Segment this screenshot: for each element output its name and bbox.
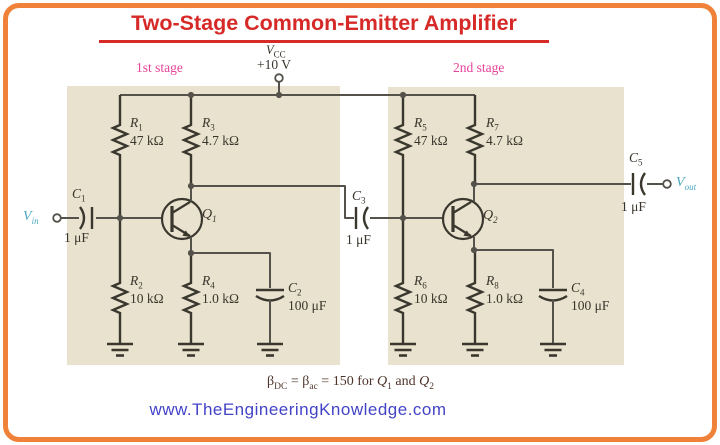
capacitor-c5-curved-plate <box>639 172 646 196</box>
r3-ref-label: R3 <box>202 115 215 133</box>
r4-ref-label: R4 <box>202 273 215 291</box>
q2-collector-inner <box>452 201 472 214</box>
c1-value-label: 1 μF <box>64 230 89 245</box>
website-link[interactable]: www.TheEngineeringKnowledge.com <box>149 400 447 419</box>
c2-value-label: 100 μF <box>288 298 327 313</box>
junction-dot <box>399 91 407 99</box>
resistor-r6 <box>392 218 414 343</box>
q1-emitter-to-c2-wire <box>191 252 271 288</box>
r7-value-label: 4.7 kΩ <box>486 133 524 148</box>
c5-value-label: 1 μF <box>621 199 646 214</box>
vcc-label: VCC <box>266 43 286 60</box>
c1-ref-label: C1 <box>72 186 86 204</box>
r3-value-label: 4.7 kΩ <box>202 133 240 148</box>
r8-value-label: 1.0 kΩ <box>486 291 524 306</box>
transistor-q1-body <box>160 197 204 241</box>
r5-value-label: 47 kΩ <box>414 133 448 148</box>
q1-label: Q1 <box>202 207 217 224</box>
resistor-r1 <box>109 95 131 218</box>
c3-ref-label: C3 <box>352 188 366 206</box>
r1-ref-label: R1 <box>130 115 143 133</box>
r2-ref-label: R2 <box>130 273 143 291</box>
q1-emitter-arrow <box>182 230 190 237</box>
c2-ref-label: C2 <box>288 280 302 298</box>
stage2-label: 2nd stage <box>453 60 505 75</box>
vout-label: Vout <box>676 175 697 192</box>
ground-symbol-c2 <box>257 342 283 357</box>
stage1-region <box>67 86 340 365</box>
r8-ref-label: R8 <box>486 273 499 291</box>
r6-ref-label: R6 <box>414 273 427 291</box>
stage2-region <box>388 87 624 365</box>
resistor-r4 <box>180 253 202 343</box>
junction-dot <box>470 246 478 254</box>
q1-collector-inner <box>171 201 191 214</box>
vcc-terminal <box>274 73 284 83</box>
ground-symbol-r2 <box>107 342 133 357</box>
q2-label: Q2 <box>483 208 498 225</box>
beta-note: βDC = βac = 150 for Q1 and Q2 <box>267 374 434 392</box>
resistor-r8 <box>464 250 486 343</box>
q2-emitter-arrow <box>463 230 471 237</box>
vin-label: Vin <box>23 209 39 226</box>
transistor-q2-body <box>441 197 485 241</box>
stage1-label: 1st stage <box>136 60 183 75</box>
r1-value-label: 47 kΩ <box>130 133 164 148</box>
ground-symbol-c4 <box>540 342 566 357</box>
vout-terminal <box>662 179 672 189</box>
capacitor-c3-curved-plate <box>362 206 369 230</box>
q1-collector-to-c3-wire <box>191 185 354 219</box>
ground-symbol-r4 <box>178 342 204 357</box>
capacitor-c1-curved-plate <box>79 206 86 230</box>
junction-dot <box>399 214 407 222</box>
c4-value-label: 100 μF <box>571 298 610 313</box>
resistor-r7 <box>464 95 486 184</box>
resistor-r2 <box>109 218 131 343</box>
resistor-r5 <box>392 95 414 218</box>
junction-dot <box>187 249 195 257</box>
q2-emitter-to-c4-wire <box>474 249 554 288</box>
ground-symbol-r8 <box>462 342 488 357</box>
junction-dot <box>187 182 195 190</box>
junction-dot <box>470 180 478 188</box>
c5-ref-label: C5 <box>629 150 643 168</box>
ground-symbol-r6 <box>390 342 416 357</box>
c4-ref-label: C4 <box>571 280 585 298</box>
c3-value-label: 1 μF <box>346 232 371 247</box>
r6-value-label: 10 kΩ <box>414 291 448 306</box>
resistor-r3 <box>180 95 202 186</box>
r7-ref-label: R7 <box>486 115 499 133</box>
junction-dot <box>187 91 195 99</box>
r2-value-label: 10 kΩ <box>130 291 164 306</box>
junction-dot <box>275 91 283 99</box>
junction-dot <box>116 214 124 222</box>
r5-ref-label: R5 <box>414 115 427 133</box>
r4-value-label: 1.0 kΩ <box>202 291 240 306</box>
page-title: Two-Stage Common-Emitter Amplifier <box>99 11 549 43</box>
vin-terminal <box>52 213 62 223</box>
supply-voltage-label: +10 V <box>257 57 291 72</box>
